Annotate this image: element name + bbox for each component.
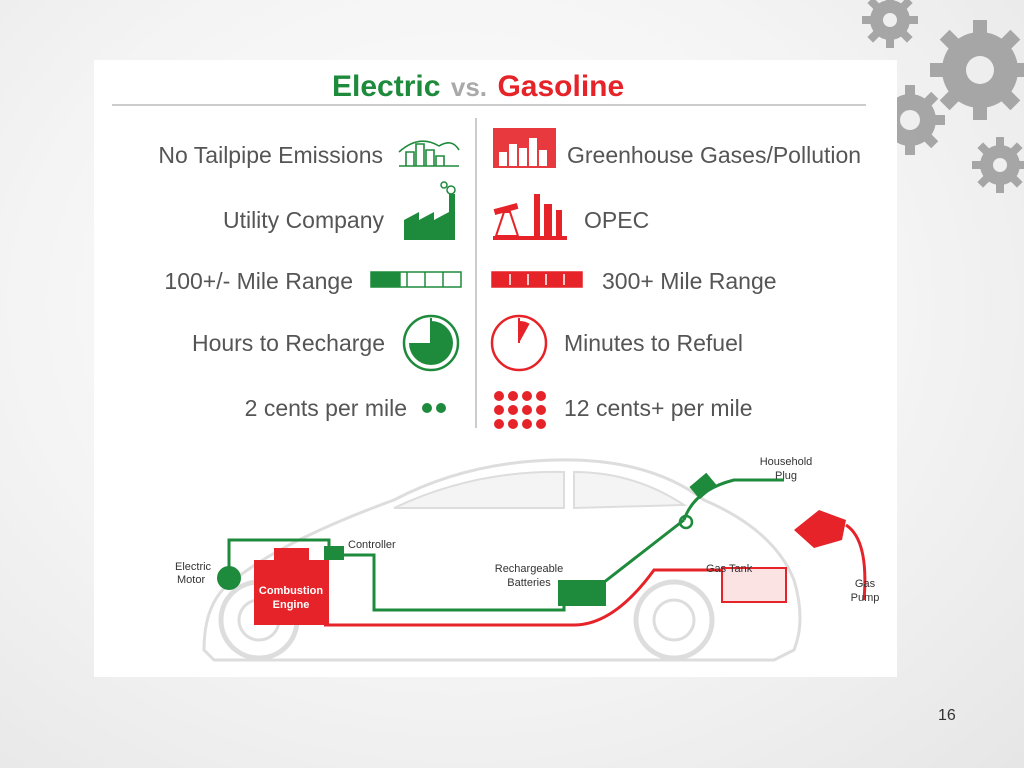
range-gauge-icon [491, 271, 583, 288]
gasoline-item-refuel: Minutes to Refuel [564, 330, 743, 356]
household-plug-icon [678, 472, 784, 530]
rechargeable-batteries-icon [558, 580, 606, 606]
label-combustion-engine-2: Engine [273, 599, 310, 611]
controller-icon [324, 546, 344, 560]
factory-icon [404, 181, 456, 240]
gasoline-item-opec: OPEC [584, 207, 649, 233]
gas-tank-icon [721, 567, 787, 603]
polluted-city-icon [493, 128, 556, 168]
label-electric-motor-2: Motor [177, 574, 205, 586]
label-batteries-1: Rechargeable [495, 563, 564, 575]
label-gas-pump-2: Pump [851, 592, 880, 604]
gasoline-clock-wedge [519, 320, 530, 343]
title-electric: Electric [332, 70, 440, 103]
infographic-title: Electric vs. Gasoline [332, 70, 624, 103]
page-number: 16 [938, 707, 956, 724]
clean-city-icon [398, 140, 460, 167]
combustion-engine-icon [254, 548, 329, 625]
fuel-line [324, 568, 736, 627]
electric-range-fill [371, 272, 401, 287]
label-batteries-2: Batteries [507, 577, 551, 589]
electric-item-cost: 2 cents per mile [245, 395, 407, 421]
title-vs: vs. [451, 72, 487, 102]
twelve-dots-icon [494, 391, 546, 429]
range-gauge-icon [370, 271, 462, 288]
electric-motor-icon [217, 566, 241, 590]
car-diagram: Household Plug Controller Electric Motor… [175, 456, 880, 662]
electric-item-recharge: Hours to Recharge [192, 330, 385, 356]
gasoline-item-range: 300+ Mile Range [602, 268, 777, 294]
infographic-panel: Electric vs. Gasoline No Tailpipe Emissi… [94, 60, 897, 677]
two-dots-icon [422, 403, 446, 413]
rear-wheel [633, 579, 715, 661]
clock-icon [490, 314, 548, 372]
electric-item-range: 100+/- Mile Range [164, 268, 353, 294]
label-gas-tank: Gas Tank [706, 563, 753, 575]
label-electric-motor-1: Electric [175, 561, 212, 573]
title-gasoline: Gasoline [497, 70, 624, 103]
gas-pump-nozzle-icon [794, 510, 867, 601]
label-household-1: Household [760, 456, 813, 468]
clock-icon [402, 314, 460, 372]
label-combustion-engine-1: Combustion [259, 585, 323, 597]
label-household-2: Plug [775, 470, 797, 482]
car-windows [393, 470, 688, 510]
label-gas-pump-1: Gas [855, 578, 876, 590]
gasoline-item-emissions: Greenhouse Gases/Pollution [567, 142, 861, 168]
oil-refinery-icon [493, 194, 567, 240]
gasoline-item-cost: 12 cents+ per mile [564, 395, 753, 421]
gasoline-range-fill [492, 272, 582, 287]
electric-item-emissions: No Tailpipe Emissions [158, 142, 383, 168]
electric-item-utility: Utility Company [223, 207, 385, 233]
label-controller: Controller [348, 539, 396, 551]
